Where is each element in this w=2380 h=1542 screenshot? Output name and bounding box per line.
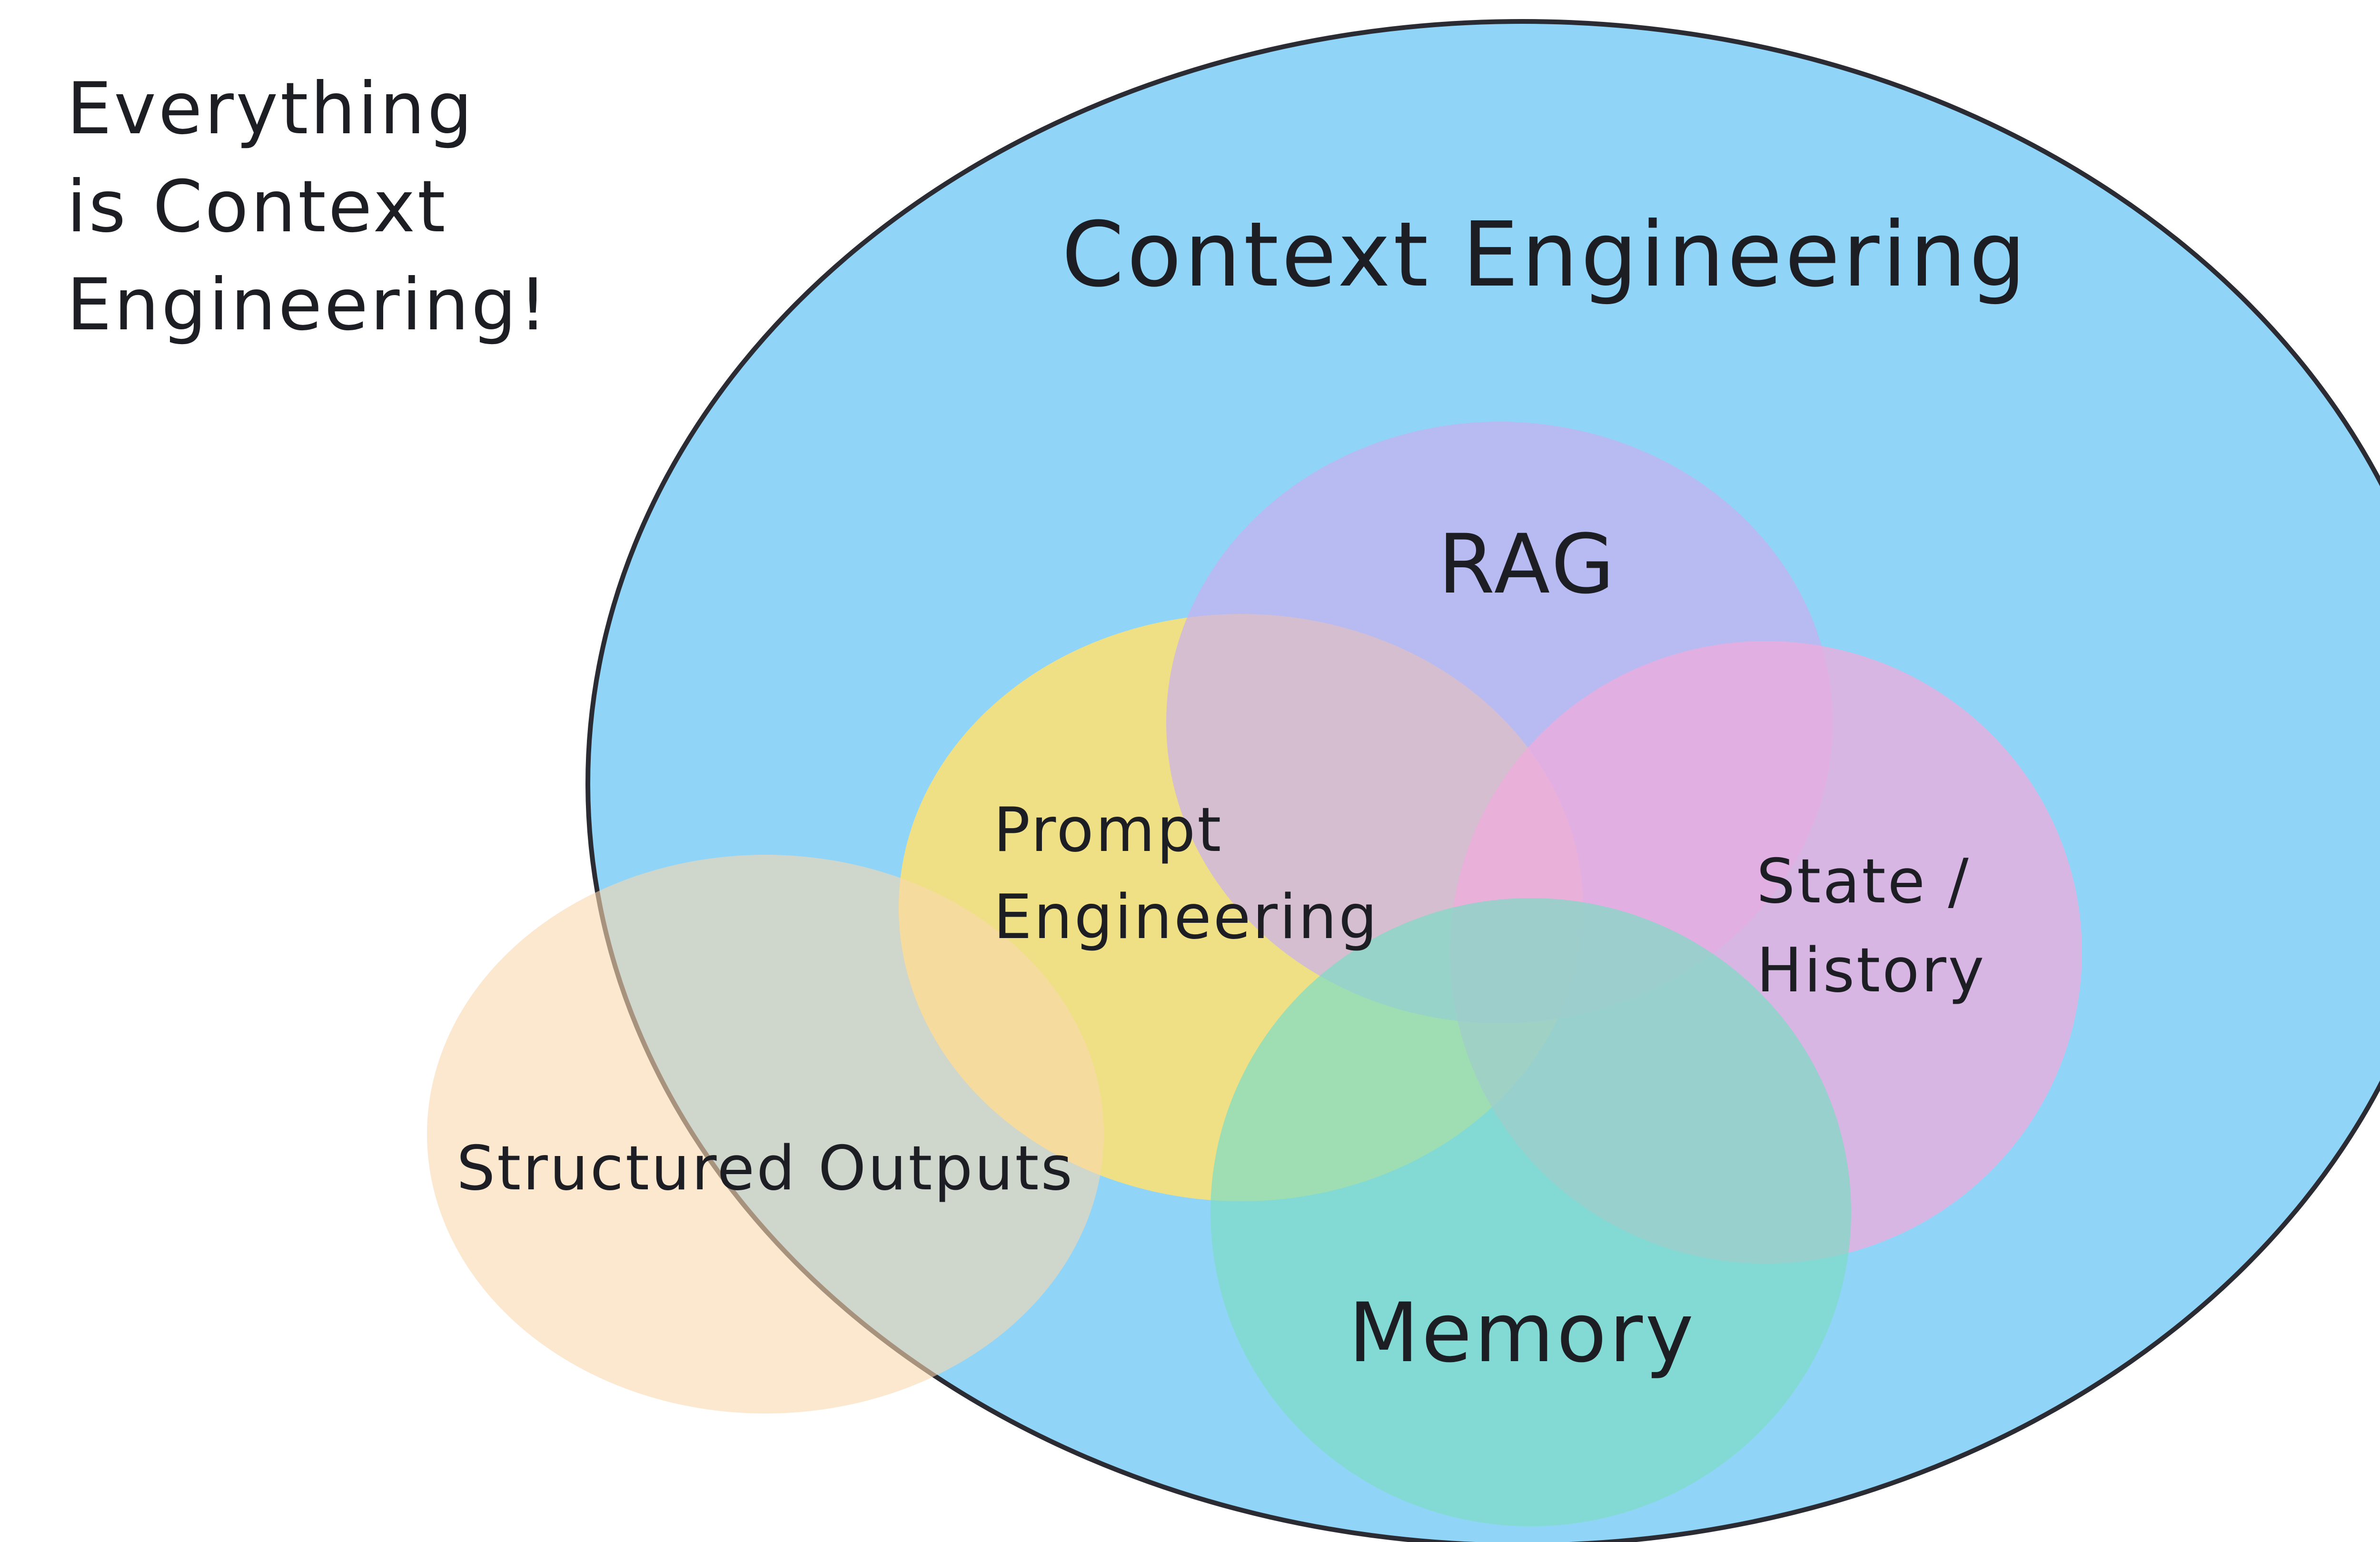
memory-set — [1210, 898, 1851, 1526]
prompt-engineering-label-line-1: Prompt — [993, 795, 1223, 866]
memory-label: Memory — [1349, 1285, 1696, 1381]
state-history-label-line-2: History — [1756, 935, 1986, 1006]
page-heading-line-3: Engineering! — [67, 264, 549, 346]
context-engineering-label: Context Engineering — [1061, 203, 2028, 307]
rag-label: RAG — [1438, 516, 1617, 612]
page-heading-line-2: is Context — [67, 166, 447, 248]
prompt-engineering-label-line-2: Engineering — [993, 882, 1379, 953]
state-history-label-line-1: State / — [1756, 846, 1971, 917]
page-heading-line-1: Everything — [67, 68, 475, 150]
structured-outputs-set — [427, 855, 1104, 1414]
structured-outputs-label: Structured Outputs — [456, 1133, 1074, 1204]
